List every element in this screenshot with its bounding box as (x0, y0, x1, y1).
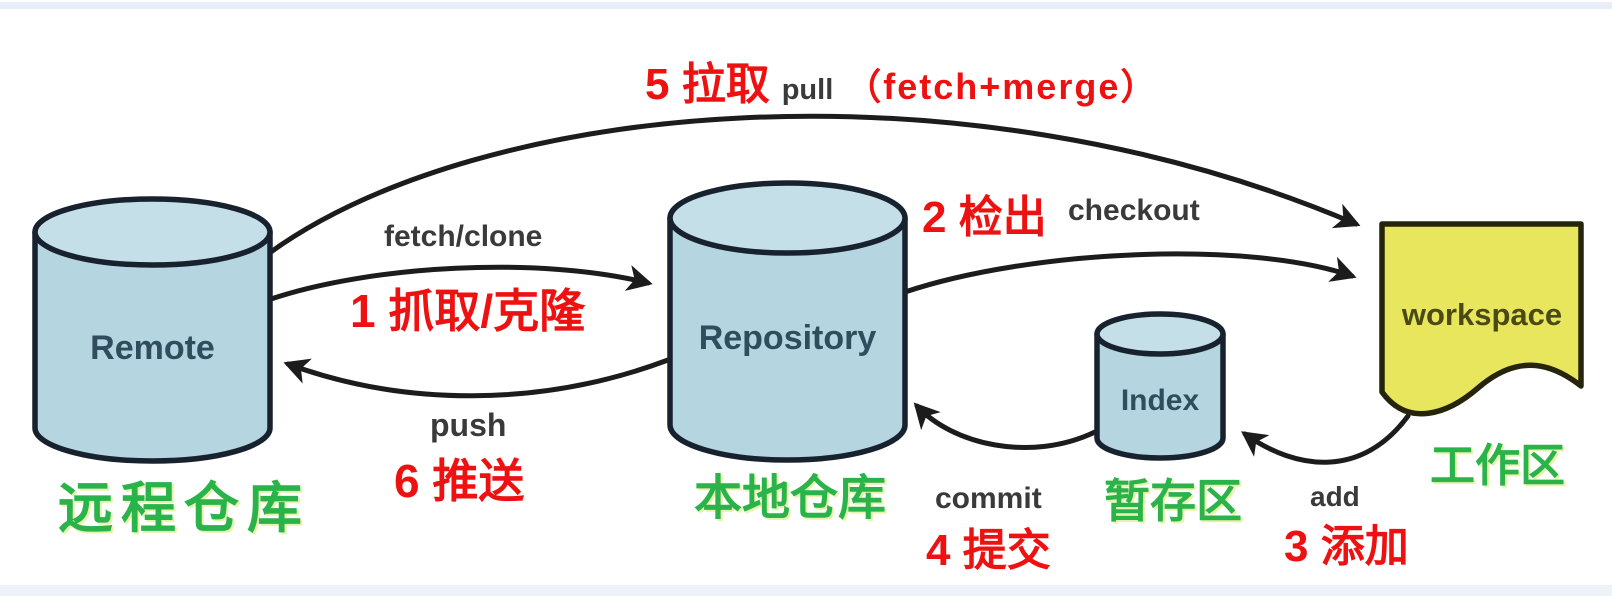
bottom-border-strip (0, 585, 1612, 596)
fetch-clone-arrow (265, 264, 653, 303)
pull-detail-label: （fetch+merge） (845, 66, 1159, 107)
commit-arrow (913, 402, 1098, 450)
add-arrow (1241, 413, 1411, 465)
index-caption: 暂存区 (1104, 475, 1242, 527)
push-step-label: 6 推送 (394, 455, 525, 507)
pull-command-label: pull (781, 74, 834, 106)
push-command-label: push (430, 407, 507, 443)
commit-step-label: 4 提交 (926, 526, 1051, 575)
remote-label: Remote (90, 329, 215, 367)
checkout-step-label: 2 检出 (922, 193, 1047, 242)
index-label: Index (1120, 384, 1200, 417)
workspace-caption: 工作区 (1430, 440, 1566, 491)
fetch-clone-step-label: 1 抓取/克隆 (350, 285, 586, 337)
workspace-label: workspace (1401, 297, 1563, 332)
index-node (1094, 311, 1226, 461)
fetch-clone-command-label: fetch/clone (384, 220, 543, 253)
pull-step-label: 5 拉取 (645, 60, 770, 109)
repository-node (667, 180, 908, 463)
commit-command-label: commit (935, 482, 1042, 515)
add-step-label: 3 添加 (1284, 522, 1409, 571)
pull-annotation: 5 拉取 pull （fetch+merge） (645, 48, 1158, 112)
push-arrow (283, 357, 671, 399)
add-command-label: add (1310, 481, 1360, 512)
pull-arrow (265, 113, 1361, 257)
checkout-arrow (902, 251, 1357, 295)
remote-node (32, 196, 273, 464)
repository-caption: 本地仓库 (694, 472, 887, 525)
repository-label: Repository (698, 319, 877, 357)
workspace-node (1379, 221, 1584, 417)
checkout-command-label: checkout (1068, 194, 1200, 227)
remote-caption: 远程仓库 (58, 477, 311, 539)
top-border-strip (0, 2, 1612, 9)
